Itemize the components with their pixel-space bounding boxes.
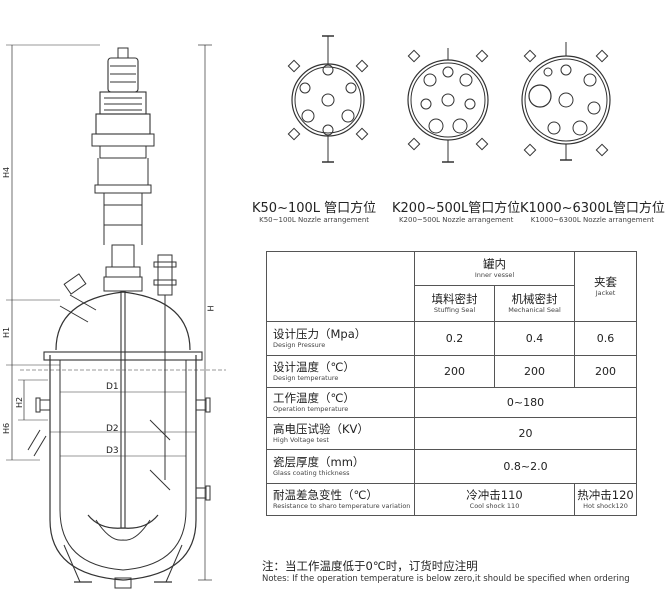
header-stuffing-seal-en: Stuffing Seal [433,306,476,314]
table-cell: 0.6 [574,321,638,356]
table-cell: 0.8~2.0 [413,449,638,484]
row-label: 设计温度（℃） Design temperature [266,355,415,388]
table-cell: 20 [413,417,638,450]
header-stuffing-seal: 填料密封 Stuffing Seal [414,285,495,322]
note-en: Notes: If the operation temperature is b… [262,574,630,584]
row-label-zh: 瓷层厚度（mm） [273,455,365,469]
nozzle-caption-small: K50~100L 管口方位 K50~100L Nozzle arrangemen… [252,197,376,224]
dimension-label-h2: H2 [15,396,25,409]
row-label-en: Glass coating thickness [273,469,350,477]
row-label: 耐温差急变性（℃） Resistance to sharo temperatur… [266,483,415,516]
row-label-zh: 耐温差急变性（℃） [273,488,378,502]
nozzle-diagram-small [287,35,611,163]
row-label: 工作温度（℃） Operation temperature [266,387,415,418]
reactor-elevation-drawing [6,44,226,589]
table-cell: 0~180 [413,387,638,418]
header-inner-vessel-zh: 罐内 [483,257,506,271]
table-cell-hot-shock: 热冲击120 Hot shock120 [574,483,638,516]
row-label-en: High Voltage test [273,436,329,444]
dimension-label-d2: D2 [106,424,119,434]
row-label-en: Operation temperature [273,405,349,413]
row-label-zh: 工作温度（℃） [273,391,355,405]
table-row: 瓷层厚度（mm） Glass coating thickness 0.8~2.0 [266,449,638,484]
hot-shock-zh: 热冲击120 [577,488,634,502]
table-cell: 200 [574,355,638,388]
row-label: 瓷层厚度（mm） Glass coating thickness [266,449,415,484]
spec-table: 罐内 Inner vessel 夹套 Jacket 填料密封 Stuffing … [266,251,638,516]
table-cell: 0.2 [414,321,495,356]
dimension-label-h1: H1 [2,326,12,339]
header-mechanical-seal: 机械密封 Mechanical Seal [493,285,576,322]
table-cell-cool-shock: 冷冲击110 Cool shock 110 [413,483,576,516]
header-inner-vessel-en: Inner vessel [474,271,515,279]
cool-shock-en: Cool shock 110 [469,502,520,510]
table-cell: 200 [414,355,495,388]
nozzle-caption-large: K1000~6300L管口方位 K1000~6300L Nozzle arran… [520,197,665,224]
table-cell: 0.4 [493,321,576,356]
row-label: 高电压试验（KV） High Voltage test [266,417,415,450]
nozzle-caption-medium: K200~500L管口方位 K200~500L Nozzle arrangeme… [392,197,520,224]
note: 注：当工作温度低于0℃时，订货时应注明 Notes: If the operat… [262,558,630,584]
nozzle-caption-medium-zh: K200~500L管口方位 [392,201,521,216]
dimension-label-d1: D1 [106,382,119,392]
header-jacket: 夹套 Jacket [574,251,638,322]
header-inner-vessel: 罐内 Inner vessel [413,251,576,286]
table-row: 工作温度（℃） Operation temperature 0~180 [266,387,638,418]
note-zh: 注：当工作温度低于0℃时，订货时应注明 [262,559,478,573]
nozzle-caption-small-zh: K50~100L 管口方位 [252,201,377,216]
header-jacket-en: Jacket [595,289,616,297]
row-label-zh: 高电压试验（KV） [273,422,369,436]
dimension-label-h6: H6 [2,422,12,435]
table-cell: 200 [493,355,576,388]
header-jacket-zh: 夹套 [594,275,618,289]
row-label-en: Design Pressure [273,341,326,349]
table-row: 设计温度（℃） Design temperature 200 200 200 [266,355,638,388]
table-row: 耐温差急变性（℃） Resistance to sharo temperatur… [266,483,638,516]
row-label: 设计压力（Mpa） Design Pressure [266,321,415,356]
header-mechanical-seal-en: Mechanical Seal [508,306,561,314]
header-stuffing-seal-zh: 填料密封 [431,292,478,306]
nozzle-caption-small-en: K50~100L Nozzle arrangement [259,216,370,224]
cool-shock-zh: 冷冲击110 [466,488,523,502]
row-label-en: Resistance to sharo temperature variatio… [273,502,411,510]
nozzle-caption-large-en: K1000~6300L Nozzle arrangement [530,216,655,224]
spec-table-corner [266,251,415,322]
dimension-label-h: H [206,305,216,312]
table-row: 高电压试验（KV） High Voltage test 20 [266,417,638,450]
hot-shock-en: Hot shock120 [583,502,628,510]
nozzle-caption-medium-en: K200~500L Nozzle arrangement [398,216,514,224]
dimension-label-d3: D3 [106,446,119,456]
row-label-zh: 设计压力（Mpa） [273,327,367,341]
table-row: 设计压力（Mpa） Design Pressure 0.2 0.4 0.6 [266,321,638,356]
row-label-zh: 设计温度（℃） [273,360,355,374]
row-label-en: Design temperature [273,374,339,382]
nozzle-caption-large-zh: K1000~6300L管口方位 [520,201,665,216]
header-mechanical-seal-zh: 机械密封 [511,292,558,306]
